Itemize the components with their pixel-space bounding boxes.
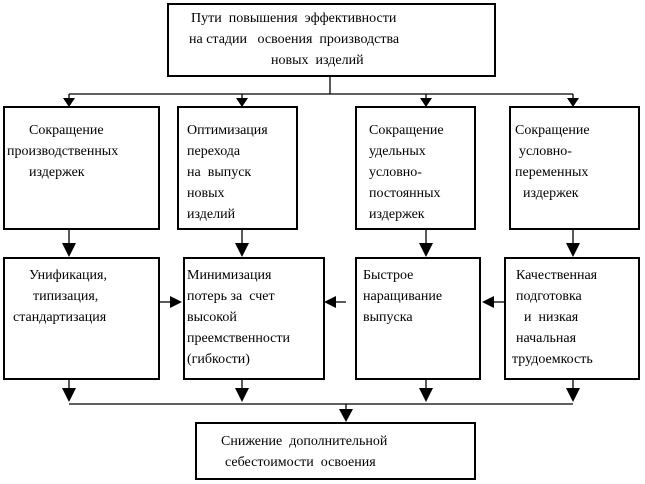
factor-1-line-1: Сокращение (29, 123, 104, 138)
measure-2-line-4: преемственности (187, 331, 291, 346)
factor-1-line-2: производственных (7, 144, 119, 159)
arrowhead-mid-3 (419, 243, 433, 257)
arrowhead-side-3 (482, 296, 494, 308)
measure-4-line-1: Качественная (516, 268, 598, 283)
factor-3-line-3: условно- (369, 165, 422, 180)
result-line-1: Снижение дополнительной (221, 434, 388, 449)
factor-box-transition: Оптимизация перехода на выпуск новых изд… (177, 106, 298, 230)
factor-2-line-2: перехода (187, 144, 241, 159)
arrowhead-top-1 (63, 98, 75, 107)
measure-4-line-4: начальная (516, 331, 577, 346)
arrowhead-low-1 (62, 388, 76, 402)
factor-4-line-1: Сокращение (515, 123, 590, 138)
arrowhead-mid-4 (566, 243, 580, 257)
arrowhead-low-4 (566, 388, 580, 402)
arrowhead-top-3 (420, 98, 432, 107)
measure-box-loss-minimization: Минимизация потерь за счет высокой преем… (183, 257, 325, 380)
factor-box-fixed-costs: Сокращение удельных условно- постоянных … (355, 106, 476, 230)
result-box: Снижение дополнительной себестоимости ос… (195, 422, 476, 480)
top-goal-box: Пути повышения эффективности на стадии о… (167, 3, 496, 77)
measure-1-line-3: стандартизация (13, 310, 107, 325)
measure-4-line-3: и низкая (524, 310, 579, 325)
measure-3-line-1: Быстрое (363, 268, 414, 283)
measure-2-line-1: Минимизация (187, 268, 272, 283)
arrowhead-side-2 (324, 296, 336, 308)
factor-3-line-1: Сокращение (369, 123, 444, 138)
measure-2-line-3: высокой (187, 310, 237, 325)
factor-4-line-3: переменных (515, 165, 589, 180)
measure-1-line-2: типизация, (33, 289, 99, 304)
factor-3-line-2: удельных (369, 144, 426, 159)
factor-1-line-3: издержек (29, 165, 85, 180)
measure-1-line-1: Унификация, (29, 268, 107, 283)
factor-4-line-2: условно- (519, 144, 572, 159)
factor-2-line-4: новых (187, 186, 225, 201)
measure-box-fast-ramp-up: Быстрое наращивание выпуска (355, 257, 481, 380)
result-line-2: себестоимости освоения (225, 455, 376, 470)
arrowhead-mid-1 (62, 243, 76, 257)
measure-2-line-5: (гибкости) (187, 352, 250, 367)
factor-box-production-costs: Сокращение производственных издержек (3, 106, 160, 230)
arrowhead-side-1 (170, 296, 182, 308)
top-goal-line-1: Пути повышения эффективности (191, 11, 397, 26)
factor-2-line-1: Оптимизация (187, 123, 268, 138)
arrowhead-top-2 (236, 98, 248, 107)
arrowhead-low-3 (419, 388, 433, 402)
top-goal-line-2: на стадии освоения производства (189, 32, 400, 47)
factor-box-variable-costs: Сокращение условно- переменных издержек (509, 106, 640, 230)
arrowhead-low-2 (235, 388, 249, 402)
top-goal-line-3: новых изделий (271, 53, 364, 68)
measure-4-line-2: подготовка (516, 289, 582, 304)
factor-3-line-4: постоянных (369, 186, 441, 201)
measure-2-line-2: потерь за счет (187, 289, 275, 304)
measure-box-standardization: Унификация, типизация, стандартизация (3, 257, 160, 380)
factor-2-line-5: изделий (187, 207, 236, 222)
measure-3-line-2: наращивание (363, 289, 443, 304)
factor-4-line-4: издержек (523, 186, 579, 201)
factor-3-line-5: издержек (369, 207, 425, 222)
measure-3-line-3: выпуска (363, 310, 413, 325)
arrowhead-result (339, 409, 353, 422)
measure-4-line-5: трудоемкость (512, 352, 593, 367)
factor-2-line-3: на выпуск (187, 165, 252, 180)
arrowhead-mid-2 (235, 243, 249, 257)
arrowhead-top-4 (567, 98, 579, 107)
measure-box-quality-preparation: Качественная подготовка и низкая начальн… (504, 257, 640, 380)
